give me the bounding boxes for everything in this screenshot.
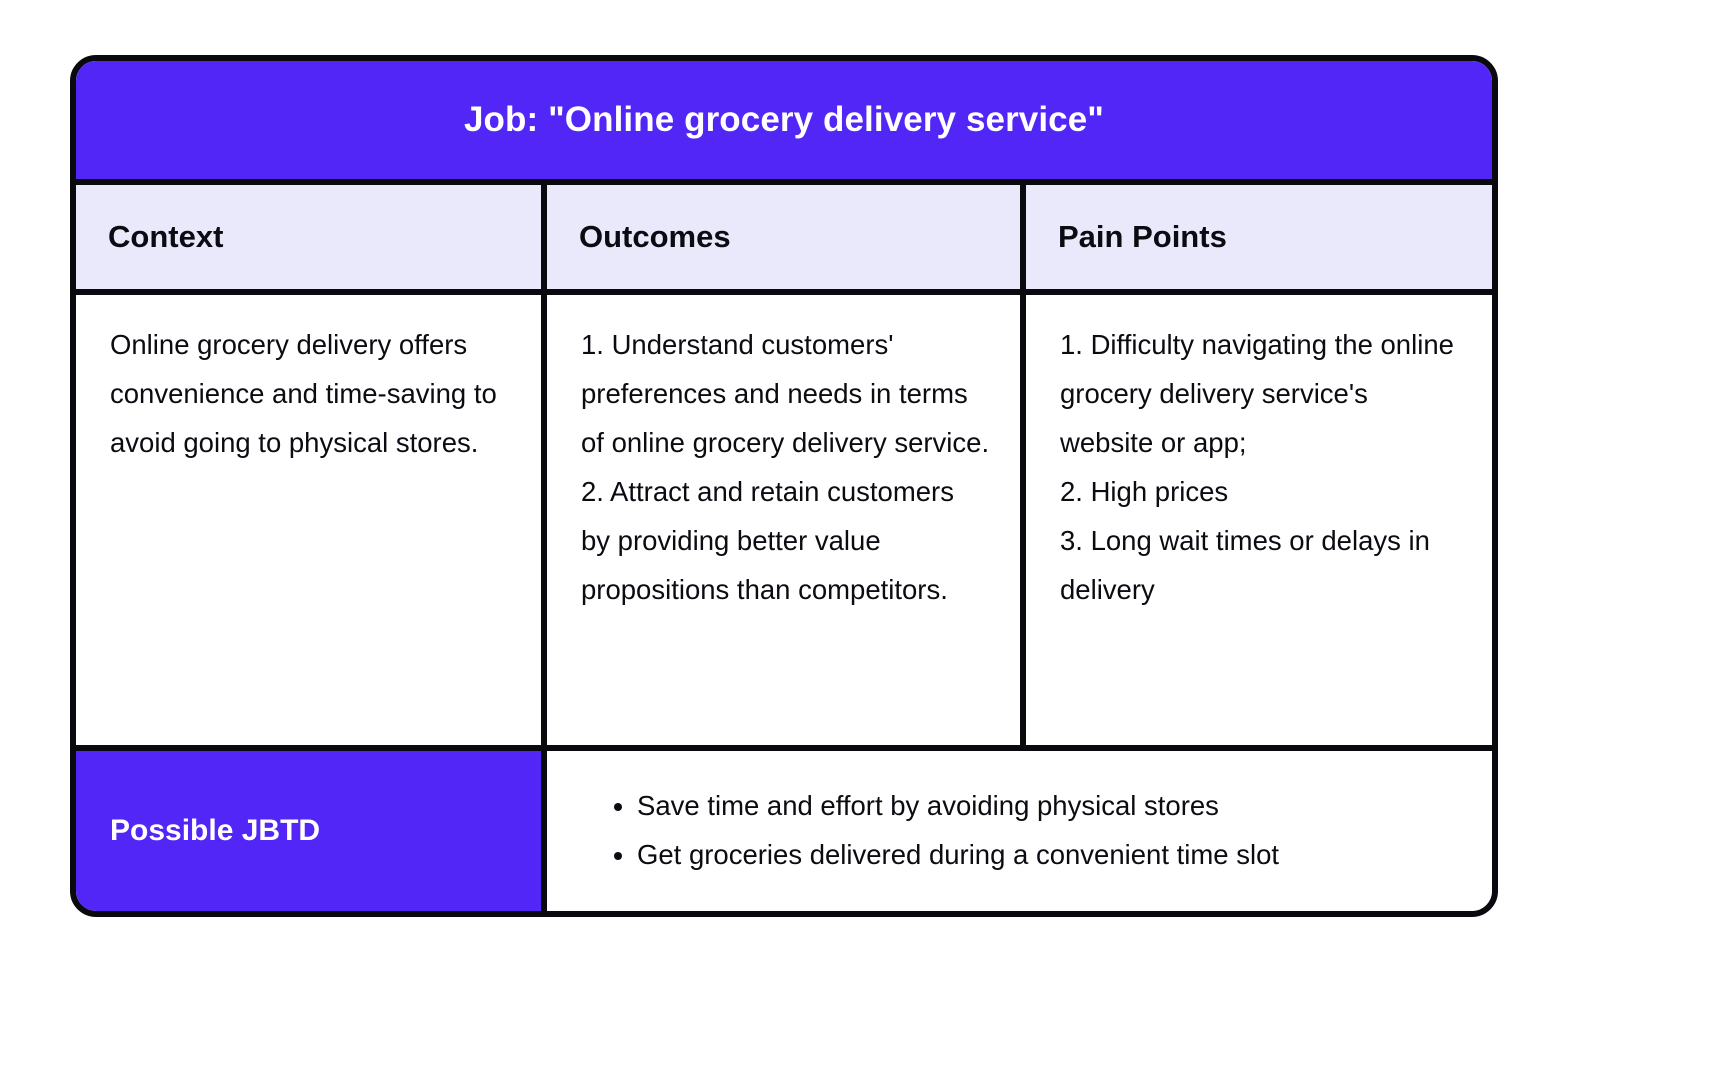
jbtd-label: Possible JBTD: [110, 814, 321, 847]
column-header-pain-points: Pain Points: [1020, 185, 1492, 289]
table-row: Online grocery delivery offers convenien…: [76, 295, 1492, 751]
cell-pain-points: 1. Difficulty navigating the online groc…: [1020, 295, 1492, 745]
jbtd-list: Save time and effort by avoiding physica…: [601, 782, 1279, 880]
list-item: Get groceries delivered during a conveni…: [637, 831, 1279, 880]
column-header-row: Context Outcomes Pain Points: [76, 185, 1492, 295]
jtbd-table: Job: "Online grocery delivery service" C…: [70, 55, 1498, 917]
column-header-context-label: Context: [108, 219, 224, 255]
list-item: Save time and effort by avoiding physica…: [637, 782, 1279, 831]
column-header-outcomes-label: Outcomes: [579, 219, 731, 255]
job-title: Job: "Online grocery delivery service": [463, 100, 1105, 139]
jbtd-label-cell: Possible JBTD: [76, 751, 541, 911]
cell-context-text: Online grocery delivery offers convenien…: [110, 329, 497, 458]
cell-outcomes: 1. Understand customers' preferences and…: [541, 295, 1020, 745]
job-header: Job: "Online grocery delivery service": [76, 61, 1492, 185]
column-header-context: Context: [76, 185, 541, 289]
cell-pain-points-text: 1. Difficulty navigating the online groc…: [1060, 329, 1454, 605]
cell-context: Online grocery delivery offers convenien…: [76, 295, 541, 745]
column-header-outcomes: Outcomes: [541, 185, 1020, 289]
jbtd-list-cell: Save time and effort by avoiding physica…: [541, 751, 1492, 911]
jbtd-row: Possible JBTD Save time and effort by av…: [76, 751, 1492, 911]
column-header-pain-points-label: Pain Points: [1058, 219, 1227, 255]
cell-outcomes-text: 1. Understand customers' preferences and…: [581, 329, 990, 605]
